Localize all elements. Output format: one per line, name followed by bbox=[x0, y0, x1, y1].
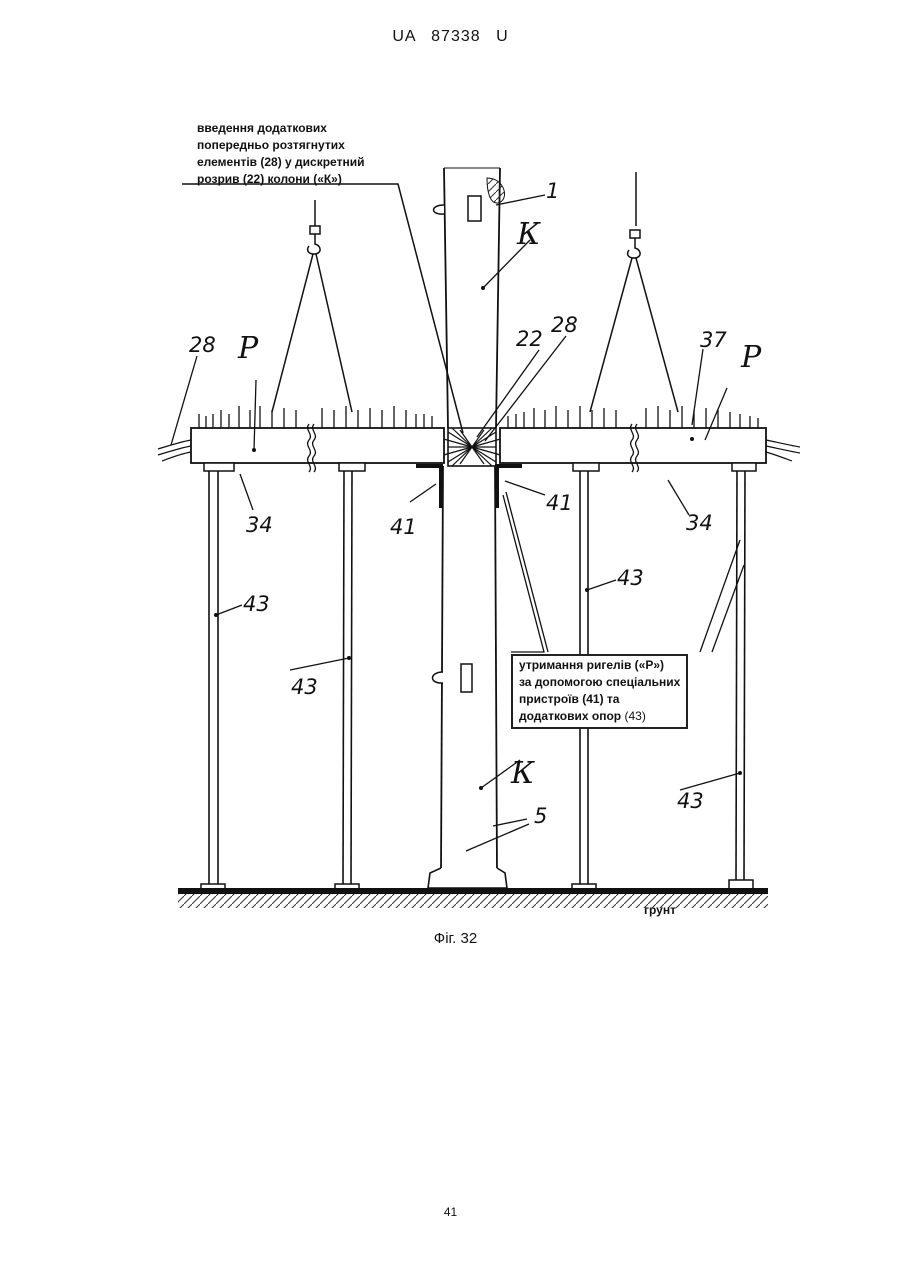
annotation-leader bbox=[182, 184, 463, 433]
label-41-right: 41 bbox=[546, 491, 573, 515]
label-beam-left: Р bbox=[237, 331, 259, 366]
label-22: 22 bbox=[516, 327, 543, 351]
label-34-left: 34 bbox=[246, 513, 273, 537]
right-crane-hook bbox=[590, 172, 678, 412]
discrete-gap-joint bbox=[440, 428, 504, 466]
label-43-d: 43 bbox=[677, 789, 704, 813]
right-beam-rebars bbox=[508, 406, 758, 428]
annotation-text: (43) bbox=[624, 709, 645, 723]
label-34-right: 34 bbox=[686, 511, 713, 535]
annotation-line: утримання ригелів («Р») bbox=[519, 657, 680, 674]
ground bbox=[178, 888, 768, 908]
label-43-a: 43 bbox=[243, 592, 270, 616]
ground-label: грунт bbox=[644, 903, 676, 917]
label-37: 37 bbox=[700, 328, 727, 352]
label-5: 5 bbox=[534, 804, 547, 828]
annotation-line: пристроїв (41) та bbox=[519, 691, 680, 708]
label-28-center: 28 bbox=[551, 313, 578, 337]
label-43-c: 43 bbox=[617, 566, 644, 590]
left-crane-hook bbox=[272, 200, 352, 412]
label-28-left: 28 bbox=[189, 333, 216, 357]
detail-1-hatch bbox=[487, 178, 505, 203]
page-number: 41 bbox=[0, 1205, 901, 1219]
left-beam-rebars bbox=[199, 406, 432, 428]
beam-bearing-pads bbox=[204, 463, 756, 471]
annotation-beam-holding: утримання ригелів («Р») за допомогою спе… bbox=[511, 654, 688, 729]
left-beam bbox=[191, 428, 444, 463]
label-beam-right: Р bbox=[740, 340, 762, 375]
lower-column bbox=[428, 466, 507, 888]
annotation-text: додаткових опор bbox=[519, 709, 621, 723]
label-1: 1 bbox=[546, 179, 559, 203]
label-41-left: 41 bbox=[390, 515, 417, 539]
label-column-top: К bbox=[516, 217, 541, 252]
label-column-bottom: К bbox=[510, 756, 535, 791]
annotation-line: за допомогою спеціальних bbox=[519, 674, 680, 691]
upper-column bbox=[434, 168, 501, 428]
annotation-line: додаткових опор (43) bbox=[519, 708, 680, 725]
label-43-b: 43 bbox=[291, 675, 318, 699]
figure-caption: Фіг. 32 bbox=[0, 930, 901, 947]
